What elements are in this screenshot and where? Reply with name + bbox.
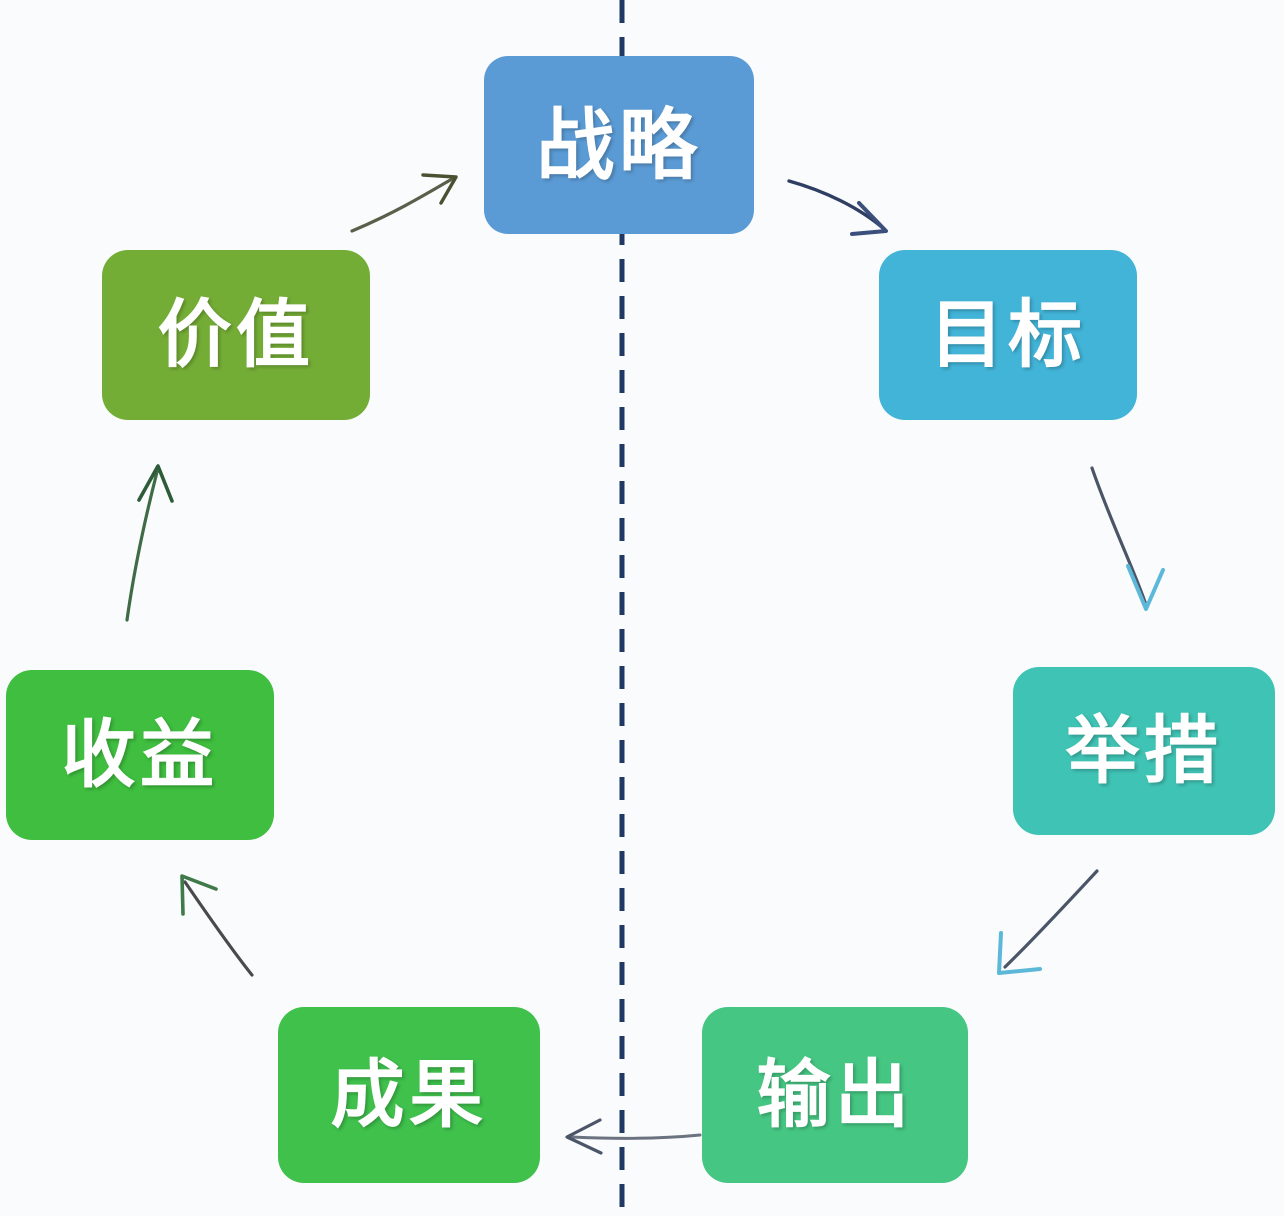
arrow-value-to-strategy [350, 173, 458, 233]
node-strategy-label: 战略 [536, 101, 702, 189]
arrow-results-to-benefit [180, 874, 254, 977]
arrow-initiative-to-output [997, 869, 1099, 975]
node-benefit-label: 收益 [61, 713, 219, 796]
arrow-goal-to-initiative [1090, 466, 1165, 611]
node-value-label: 价值 [157, 293, 315, 376]
arrow-benefit-to-value [125, 464, 174, 622]
node-output[interactable]: 输出 [702, 1007, 968, 1183]
node-initiative[interactable]: 举措 [1013, 667, 1275, 835]
node-results[interactable]: 成果 [278, 1007, 540, 1183]
node-initiative-label: 举措 [1065, 709, 1223, 792]
node-strategy[interactable]: 战略 [484, 56, 754, 234]
node-results-label: 成果 [330, 1053, 488, 1136]
node-output-label: 输出 [756, 1053, 914, 1136]
node-goal-label: 目标 [929, 293, 1087, 376]
node-benefit[interactable]: 收益 [6, 670, 274, 840]
node-goal[interactable]: 目标 [879, 250, 1137, 420]
arrow-output-to-results [565, 1118, 702, 1155]
node-value[interactable]: 价值 [102, 250, 370, 420]
arrow-strategy-to-goal [787, 179, 888, 236]
